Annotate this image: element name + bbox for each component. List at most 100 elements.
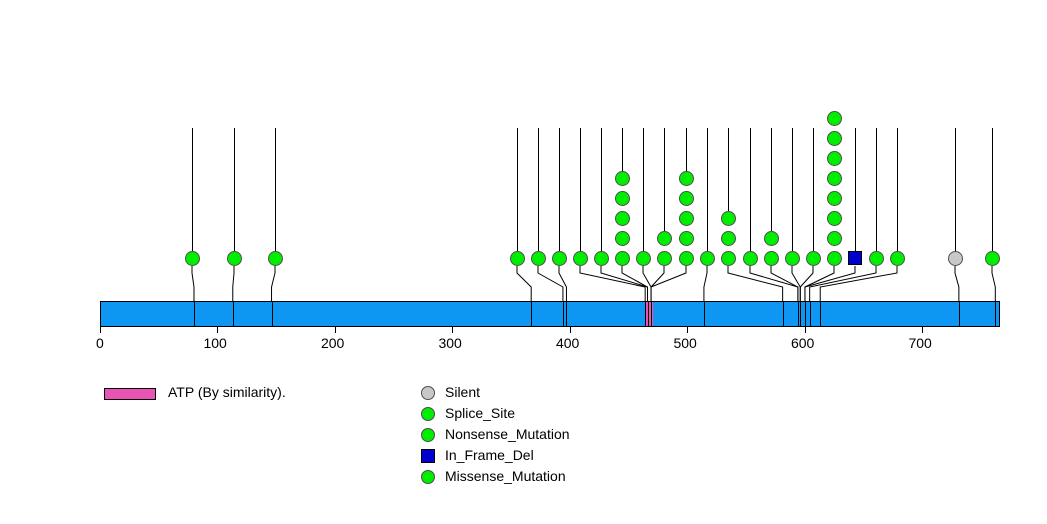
mutation-marker-circle[interactable] bbox=[614, 210, 630, 226]
legend-type-label: In_Frame_Del bbox=[445, 447, 534, 463]
mutation-marker-circle[interactable] bbox=[184, 250, 200, 266]
mutation-connector bbox=[770, 266, 799, 301]
domain-position-tick bbox=[804, 301, 806, 327]
mutation-marker-circle[interactable] bbox=[678, 190, 694, 206]
mutation-marker-circle[interactable] bbox=[678, 250, 694, 266]
domain-position-tick bbox=[958, 301, 960, 327]
protein-domain-atp[interactable] bbox=[645, 302, 654, 326]
mutation-marker-circle[interactable] bbox=[699, 250, 715, 266]
axis-tick-label: 500 bbox=[673, 335, 697, 351]
mutation-marker-circle[interactable] bbox=[614, 250, 630, 266]
mutation-connector bbox=[621, 266, 649, 301]
mutation-marker-circle[interactable] bbox=[720, 210, 736, 226]
mutation-connector bbox=[804, 266, 856, 301]
protein-bar bbox=[100, 301, 1000, 327]
mutation-marker-circle[interactable] bbox=[656, 230, 672, 246]
axis-tick-label: 700 bbox=[908, 335, 932, 351]
mutation-marker-circle[interactable] bbox=[509, 250, 525, 266]
domain-position-tick bbox=[566, 301, 568, 327]
mutation-marker-circle[interactable] bbox=[635, 250, 651, 266]
axis-tick-label: 400 bbox=[555, 335, 580, 351]
mutation-marker-circle[interactable] bbox=[742, 250, 758, 266]
domain-position-tick bbox=[782, 301, 784, 327]
mutation-marker-circle[interactable] bbox=[593, 250, 609, 266]
legend-type-label: Silent bbox=[445, 384, 481, 400]
mutation-marker-circle[interactable] bbox=[805, 250, 821, 266]
legend-type-swatch bbox=[421, 386, 435, 400]
mutation-stem bbox=[580, 128, 581, 251]
mutation-marker-circle[interactable] bbox=[826, 250, 842, 266]
domain-position-tick bbox=[797, 301, 799, 327]
mutation-marker-circle[interactable] bbox=[614, 190, 630, 206]
mutation-marker-circle[interactable] bbox=[763, 230, 779, 246]
mutation-stem bbox=[855, 128, 856, 251]
axis-tick bbox=[687, 327, 689, 333]
mutation-marker-circle[interactable] bbox=[530, 250, 546, 266]
domain-position-tick bbox=[647, 301, 649, 327]
mutation-marker-circle[interactable] bbox=[889, 250, 905, 266]
legend-domain-swatch bbox=[104, 388, 156, 400]
mutation-connector bbox=[537, 266, 564, 301]
domain-position-tick bbox=[995, 301, 997, 327]
mutation-marker-circle[interactable] bbox=[572, 250, 588, 266]
domain-position-tick bbox=[271, 301, 273, 327]
axis-tick-label: 0 bbox=[96, 335, 104, 351]
mutation-marker-circle[interactable] bbox=[826, 230, 842, 246]
mutation-marker-circle[interactable] bbox=[763, 250, 779, 266]
mutation-marker-circle[interactable] bbox=[826, 190, 842, 206]
domain-position-tick bbox=[703, 301, 705, 327]
mutation-marker-circle[interactable] bbox=[226, 250, 242, 266]
mutation-stem bbox=[517, 128, 518, 251]
mutation-connector bbox=[558, 266, 567, 301]
mutation-connector bbox=[819, 266, 898, 301]
mutation-marker-circle[interactable] bbox=[868, 250, 884, 266]
legend-type-label: Nonsense_Mutation bbox=[445, 426, 570, 442]
domain-position-tick bbox=[645, 301, 647, 327]
mutation-stem bbox=[538, 128, 539, 251]
legend-type-swatch bbox=[421, 449, 435, 463]
mutation-stem bbox=[792, 128, 793, 251]
mutation-marker-circle[interactable] bbox=[826, 150, 842, 166]
mutation-marker-circle[interactable] bbox=[720, 250, 736, 266]
mutation-connector bbox=[991, 266, 996, 301]
mutation-marker-circle[interactable] bbox=[720, 230, 736, 246]
mutation-marker-circle[interactable] bbox=[826, 110, 842, 126]
mutation-marker-circle[interactable] bbox=[784, 250, 800, 266]
mutation-stem bbox=[876, 128, 877, 251]
legend-type-label: Splice_Site bbox=[445, 405, 516, 421]
legend-type-swatch bbox=[421, 470, 435, 484]
mutation-marker-circle[interactable] bbox=[826, 210, 842, 226]
mutation-stem bbox=[686, 128, 687, 171]
mutation-marker-circle[interactable] bbox=[947, 250, 963, 266]
mutation-marker-circle[interactable] bbox=[678, 170, 694, 186]
mutation-marker-circle[interactable] bbox=[826, 170, 842, 186]
mutation-marker-circle[interactable] bbox=[984, 250, 1000, 266]
mutation-marker-circle[interactable] bbox=[614, 230, 630, 246]
legend-type-label: Missense_Mutation bbox=[445, 468, 566, 484]
mutation-connector bbox=[650, 266, 665, 301]
mutation-stem bbox=[664, 128, 665, 231]
axis-tick-label: 200 bbox=[320, 335, 345, 351]
mutation-stem bbox=[192, 128, 193, 251]
mutation-marker-circle[interactable] bbox=[678, 230, 694, 246]
mutation-marker-circle[interactable] bbox=[678, 210, 694, 226]
mutation-marker-circle[interactable] bbox=[826, 130, 842, 146]
mutation-stem bbox=[771, 128, 772, 231]
mutation-stem bbox=[234, 128, 235, 251]
mutation-marker-circle[interactable] bbox=[551, 250, 567, 266]
domain-position-tick bbox=[562, 301, 564, 327]
axis-tick-label: 100 bbox=[203, 335, 227, 351]
mutation-stem bbox=[275, 128, 276, 251]
mutation-stem bbox=[992, 128, 993, 251]
mutation-marker-circle[interactable] bbox=[614, 170, 630, 186]
mutation-stem bbox=[559, 128, 560, 251]
domain-position-tick bbox=[800, 301, 802, 327]
mutation-connector bbox=[954, 266, 960, 301]
mutation-marker-square[interactable] bbox=[848, 251, 862, 265]
mutation-marker-circle[interactable] bbox=[656, 250, 672, 266]
mutation-connector bbox=[727, 266, 784, 301]
mutation-stem bbox=[897, 128, 898, 251]
mutation-marker-circle[interactable] bbox=[267, 250, 283, 266]
legend-type-swatch bbox=[421, 428, 435, 442]
